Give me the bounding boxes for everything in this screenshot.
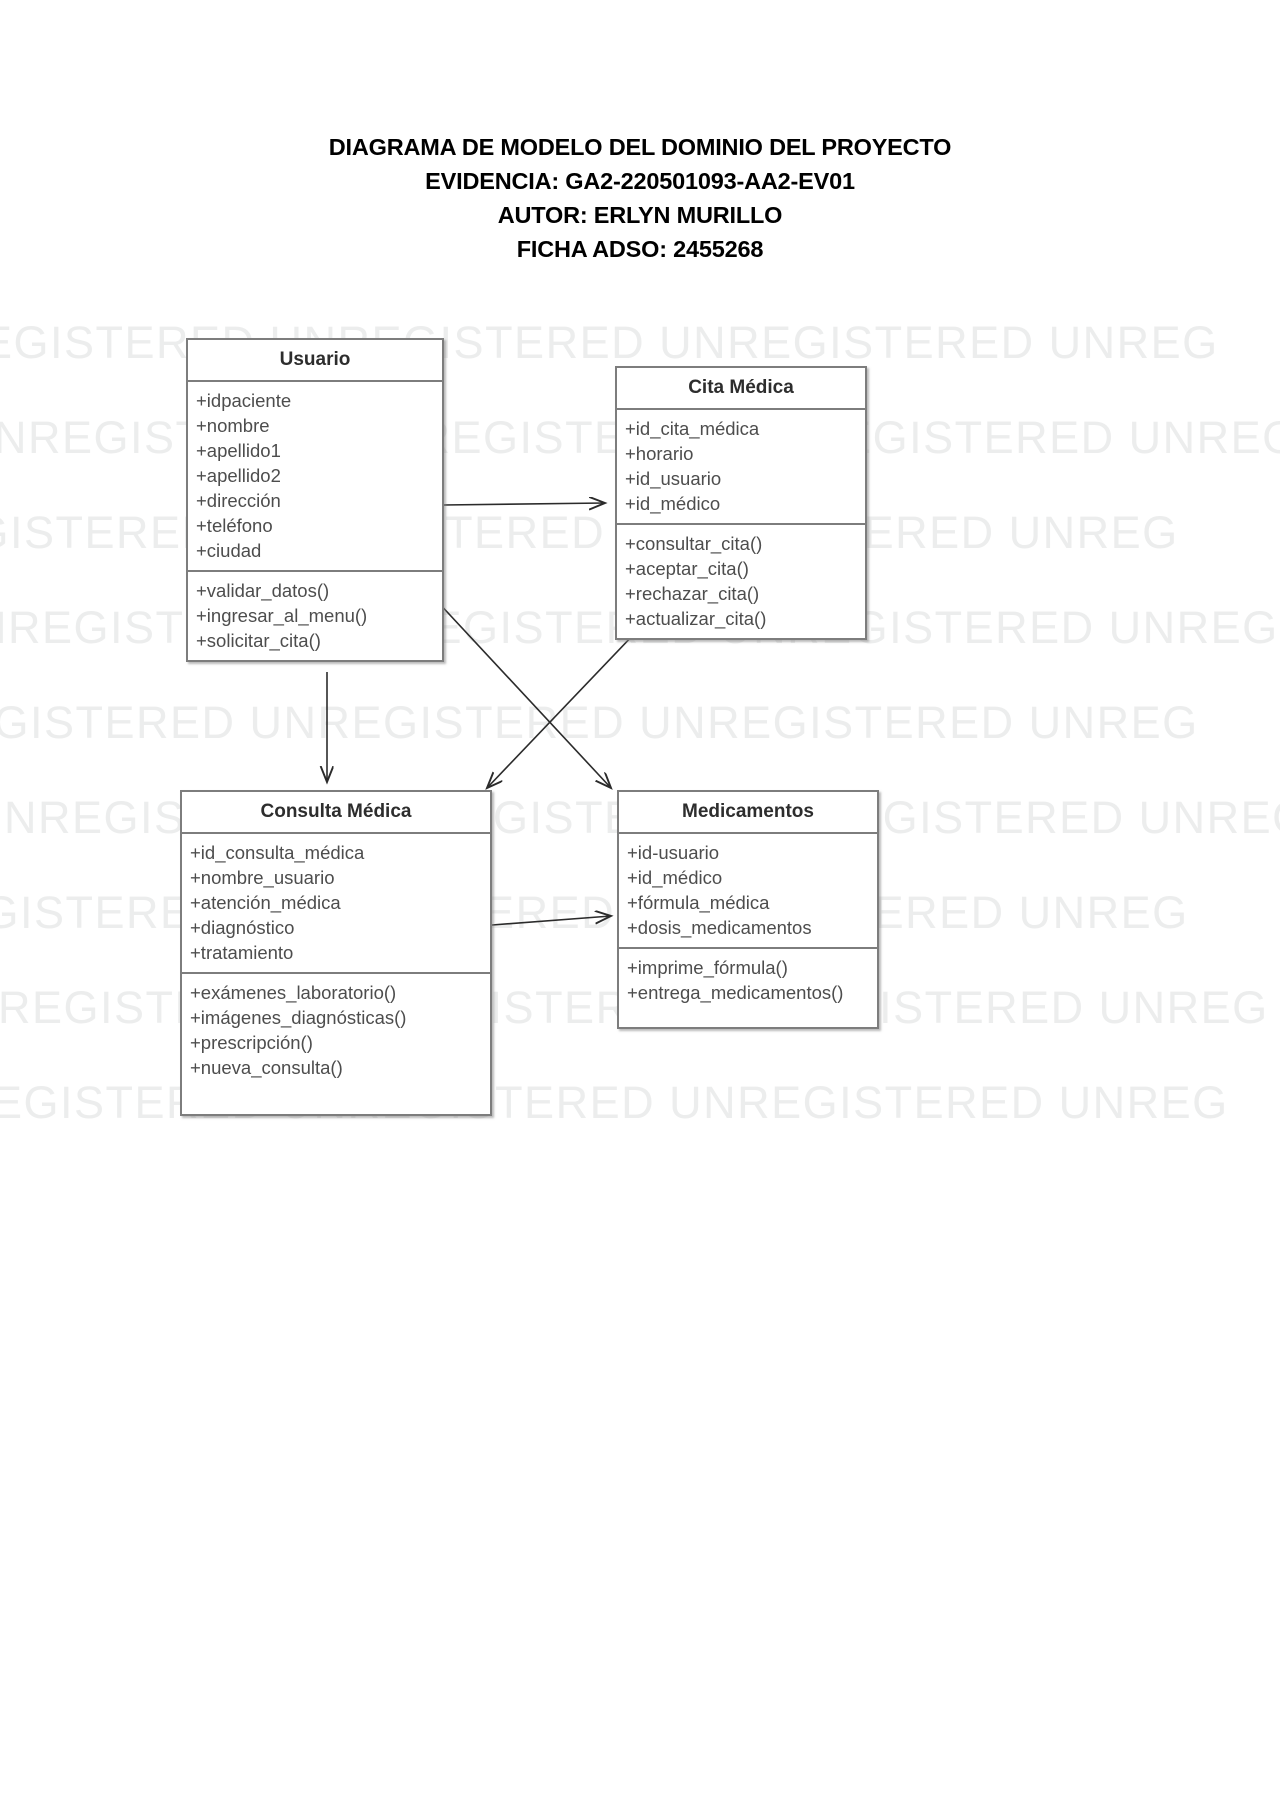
uml-method: +entrega_medicamentos() [627, 982, 844, 1003]
uml-attribute: +fórmula_médica [627, 892, 770, 913]
uml-attribute: +atención_médica [190, 892, 341, 913]
uml-method: +imágenes_diagnósticas() [190, 1007, 407, 1028]
uml-class-title-consulta-medica: Consulta Médica [182, 792, 490, 834]
uml-methods-medicamentos: +imprime_fórmula() +entrega_medicamentos… [619, 949, 877, 1027]
page-title-line-1: DIAGRAMA DE MODELO DEL DOMINIO DEL PROYE… [328, 134, 952, 160]
uml-attributes-cita-medica: +id_cita_médica +horario +id_usuario +id… [617, 410, 865, 525]
page-title-line-3: AUTOR: ERLYN MURILLO [497, 202, 783, 228]
uml-class-title-usuario: Usuario [188, 340, 442, 382]
uml-method: +aceptar_cita() [625, 558, 749, 579]
uml-attributes-consulta-medica: +id_consulta_médica +nombre_usuario +ate… [182, 834, 490, 974]
uml-attributes-medicamentos: +id-usuario +id_médico +fórmula_médica +… [619, 834, 877, 949]
uml-attribute: +apellido2 [196, 465, 281, 486]
uml-attribute: +id_consulta_médica [190, 842, 365, 863]
uml-attribute: +dosis_medicamentos [627, 917, 812, 938]
uml-attribute: +id_cita_médica [625, 418, 760, 439]
connector-cita-to-consulta [487, 631, 637, 788]
uml-attribute: +diagnóstico [190, 917, 295, 938]
uml-attribute: +nombre_usuario [190, 867, 335, 888]
uml-methods-consulta-medica: +exámenes_laboratorio() +imágenes_diagnó… [182, 974, 490, 1114]
uml-attribute: +horario [625, 443, 694, 464]
connector-consulta-to-medicamentos [491, 916, 611, 926]
uml-attribute: +id-usuario [627, 842, 720, 863]
uml-attribute: +id_médico [627, 867, 723, 888]
uml-method: +consultar_cita() [625, 533, 763, 554]
uml-attribute: +id_usuario [625, 468, 722, 489]
uml-method: +rechazar_cita() [625, 583, 760, 604]
uml-attribute: +id_médico [625, 493, 721, 514]
uml-methods-cita-medica: +consultar_cita() +aceptar_cita() +recha… [617, 525, 865, 638]
uml-class-consulta-medica[interactable]: Consulta Médica +id_consulta_médica +nom… [180, 790, 492, 1116]
uml-attribute: +idpaciente [196, 390, 292, 411]
uml-attribute: +tratamiento [190, 942, 294, 963]
uml-class-title-medicamentos: Medicamentos [619, 792, 877, 834]
page-title-line-4: FICHA ADSO: 2455268 [516, 236, 764, 262]
uml-methods-usuario: +validar_datos() +ingresar_al_menu() +so… [188, 572, 442, 660]
uml-method: +exámenes_laboratorio() [190, 982, 397, 1003]
uml-method: +validar_datos() [196, 580, 330, 601]
uml-attribute: +apellido1 [196, 440, 281, 461]
uml-method: +nueva_consulta() [190, 1057, 343, 1078]
uml-attributes-usuario: +idpaciente +nombre +apellido1 +apellido… [188, 382, 442, 572]
uml-method: +ingresar_al_menu() [196, 605, 368, 626]
page-title-block: DIAGRAMA DE MODELO DEL DOMINIO DEL PROYE… [0, 130, 1280, 266]
connector-usuario-to-medicamentos [435, 599, 611, 788]
uml-class-cita-medica[interactable]: Cita Médica +id_cita_médica +horario +id… [615, 366, 867, 640]
uml-method: +prescripción() [190, 1032, 313, 1053]
connector-usuario-to-cita [442, 503, 605, 505]
uml-method: +imprime_fórmula() [627, 957, 788, 978]
uml-method: +solicitar_cita() [196, 630, 321, 651]
uml-method: +actualizar_cita() [625, 608, 767, 629]
uml-attribute: +dirección [196, 490, 281, 511]
uml-attribute: +ciudad [196, 540, 262, 561]
page-title-line-2: EVIDENCIA: GA2-220501093-AA2-EV01 [425, 168, 855, 194]
uml-class-usuario[interactable]: Usuario +idpaciente +nombre +apellido1 +… [186, 338, 444, 662]
uml-attribute: +nombre [196, 415, 270, 436]
uml-class-medicamentos[interactable]: Medicamentos +id-usuario +id_médico +fór… [617, 790, 879, 1029]
uml-attribute: +teléfono [196, 515, 273, 536]
uml-class-title-cita-medica: Cita Médica [617, 368, 865, 410]
